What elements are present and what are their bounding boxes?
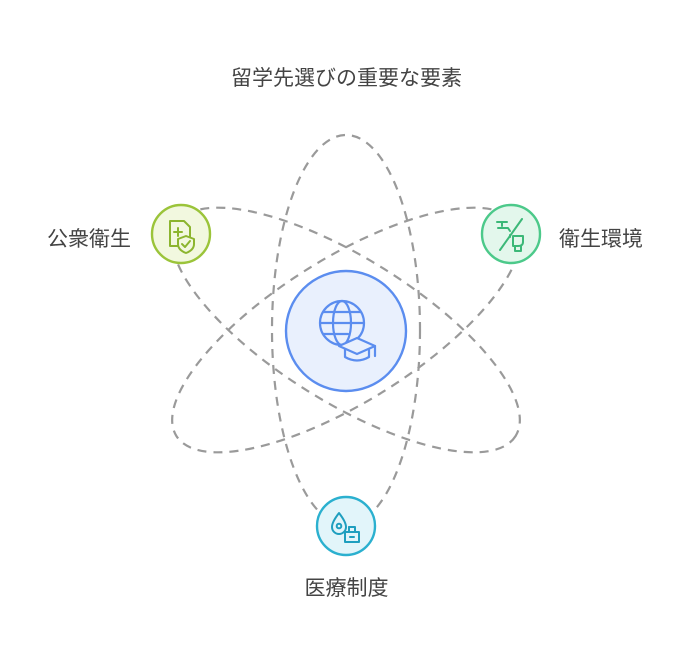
faucet-toilet-icon: [496, 218, 524, 252]
medicine-drop-hospital-icon: [331, 512, 360, 543]
node-public-health: [150, 203, 212, 265]
health-document-shield-icon: [169, 220, 195, 254]
orbit-vertical: [270, 133, 422, 527]
center-node: [284, 269, 408, 393]
node-medical-system: [315, 495, 377, 557]
label-public-health: 公衆衛生: [47, 227, 131, 251]
label-medical-system: 医療制度: [304, 576, 389, 600]
diagram-title: 留学先選びの重要な要素: [231, 66, 462, 90]
node-sanitary-environment: [480, 203, 542, 265]
label-sanitary-environment: 衛生環境: [559, 227, 643, 251]
globe-graduation-cap-icon: [318, 299, 377, 362]
